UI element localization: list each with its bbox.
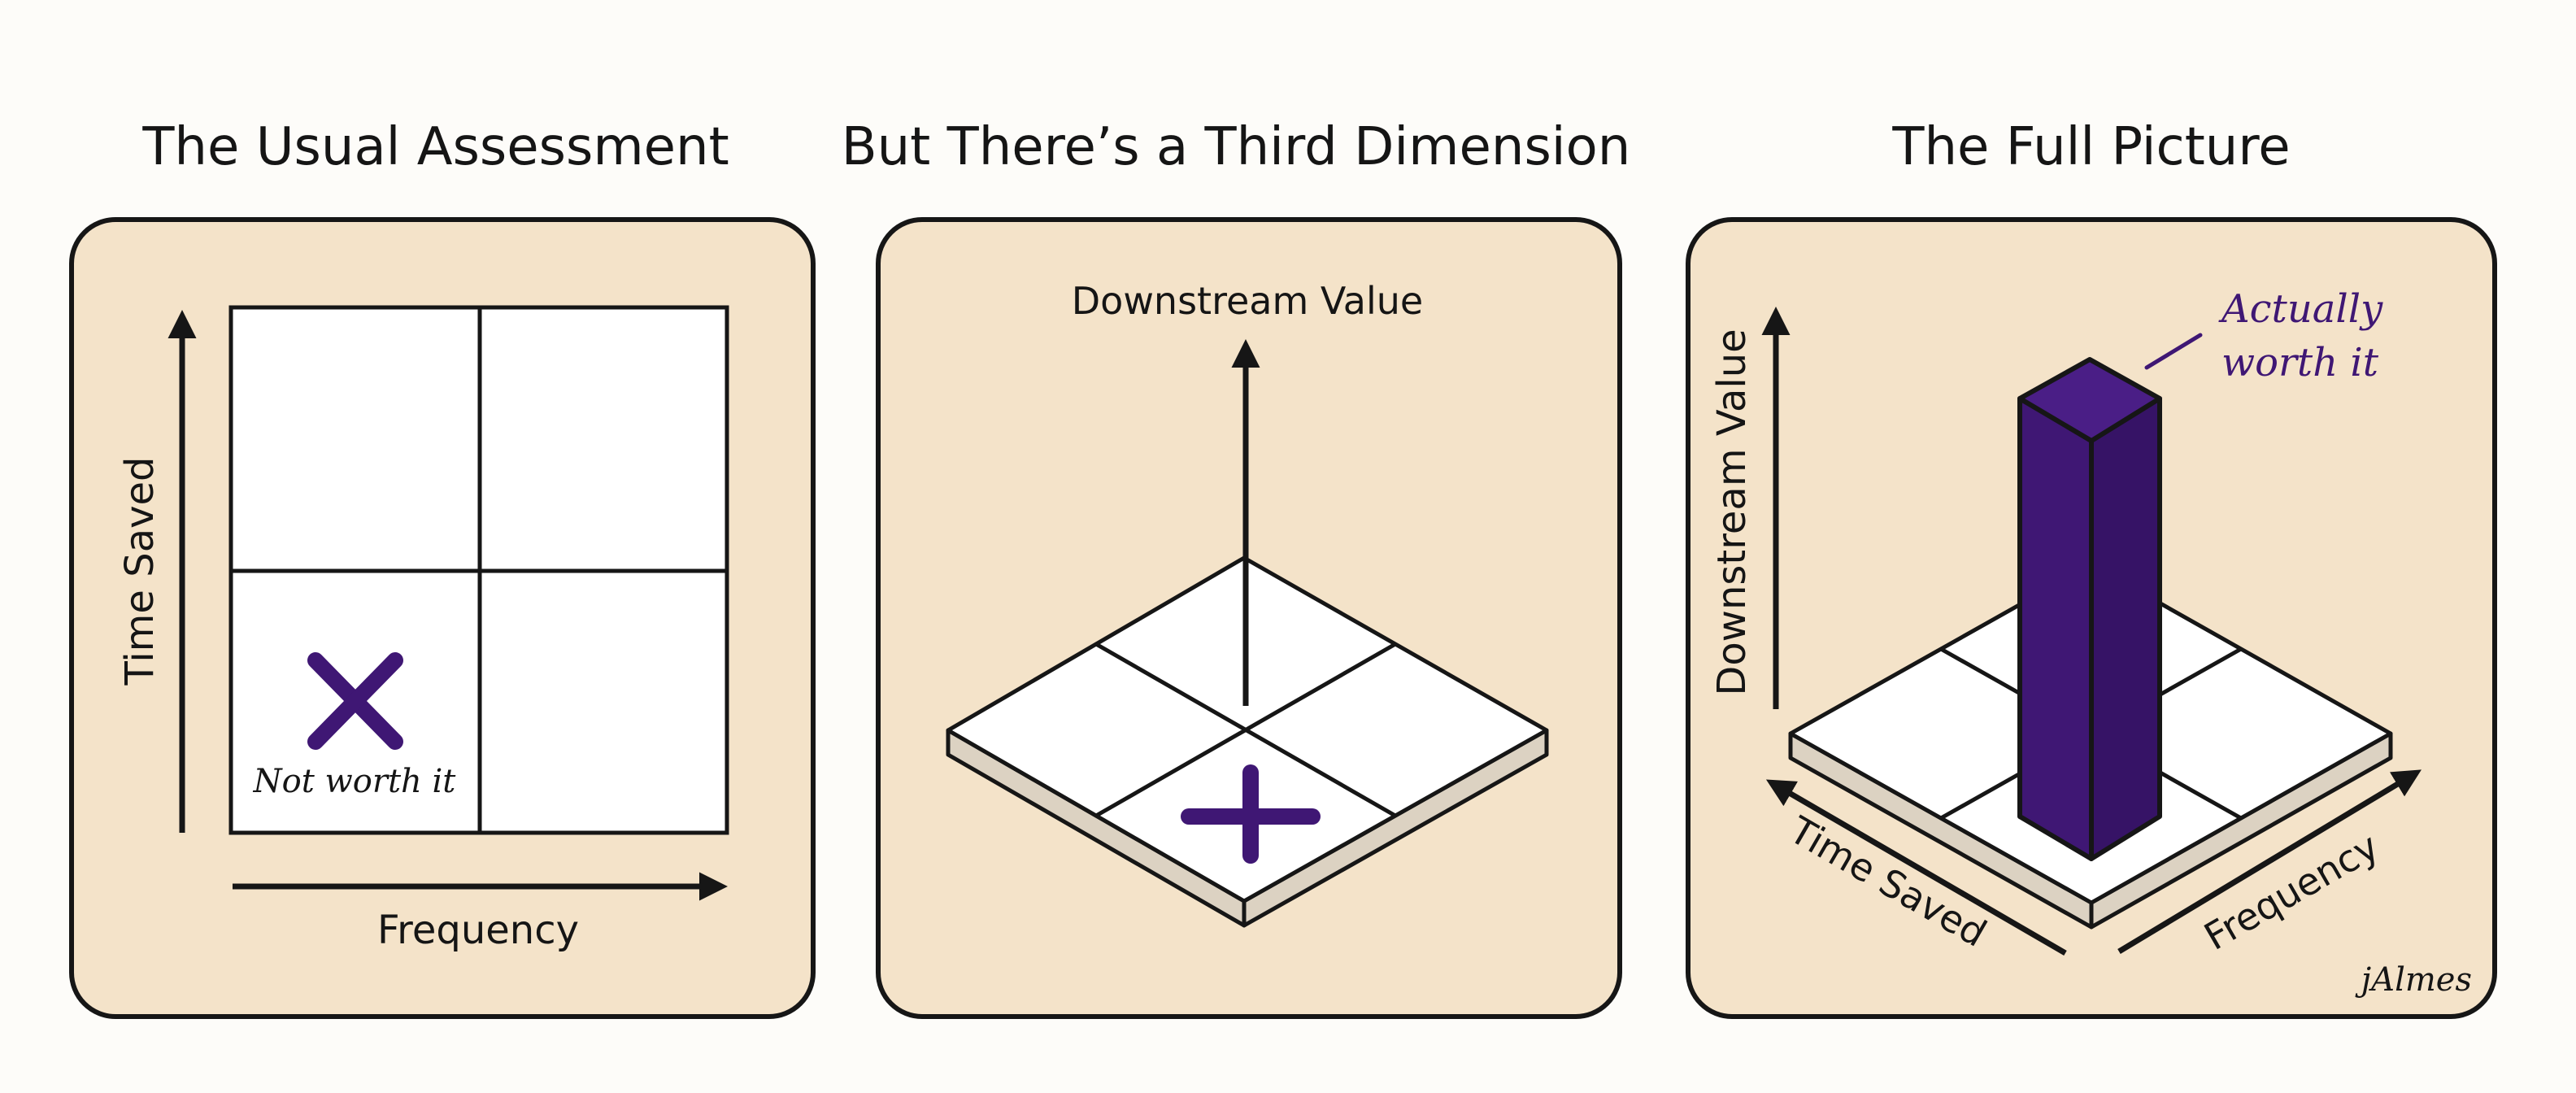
not-worth-it-label: Not worth it xyxy=(253,763,457,800)
z-axis-label-3d: Downstream Value xyxy=(1709,329,1755,695)
panel-1: Time Saved Frequency Not worth it xyxy=(69,217,816,1019)
time-saved-axis-arrow-3d xyxy=(1765,779,2067,956)
isometric-slab xyxy=(946,555,1549,928)
panel-1-title: The Usual Assessment xyxy=(142,117,729,177)
downstream-value-bar xyxy=(2017,357,2162,861)
panel-3: Downstream Value Time Saved Frequency Ac… xyxy=(1686,217,2497,1019)
panel-2-title: But There’s a Third Dimension xyxy=(841,117,1631,177)
annotation-leader-line xyxy=(2144,333,2203,370)
artist-signature: jAlmes xyxy=(2355,961,2472,999)
panel-2: Downstream Value xyxy=(876,217,1622,1019)
quadrant-grid xyxy=(228,305,729,835)
worth-it-label: worth it xyxy=(2221,340,2379,385)
z-axis-label-downstream-value: Downstream Value xyxy=(1072,279,1424,323)
actually-label: Actually xyxy=(2218,286,2383,332)
plus-mark-icon xyxy=(1181,764,1321,864)
panel-3-title: The Full Picture xyxy=(1892,117,2291,177)
frequency-axis-arrow-3d xyxy=(2117,769,2422,954)
x-axis-label-frequency: Frequency xyxy=(377,908,579,953)
y-axis-label-time-saved: Time Saved xyxy=(117,456,163,686)
x-mark-icon xyxy=(307,652,403,750)
